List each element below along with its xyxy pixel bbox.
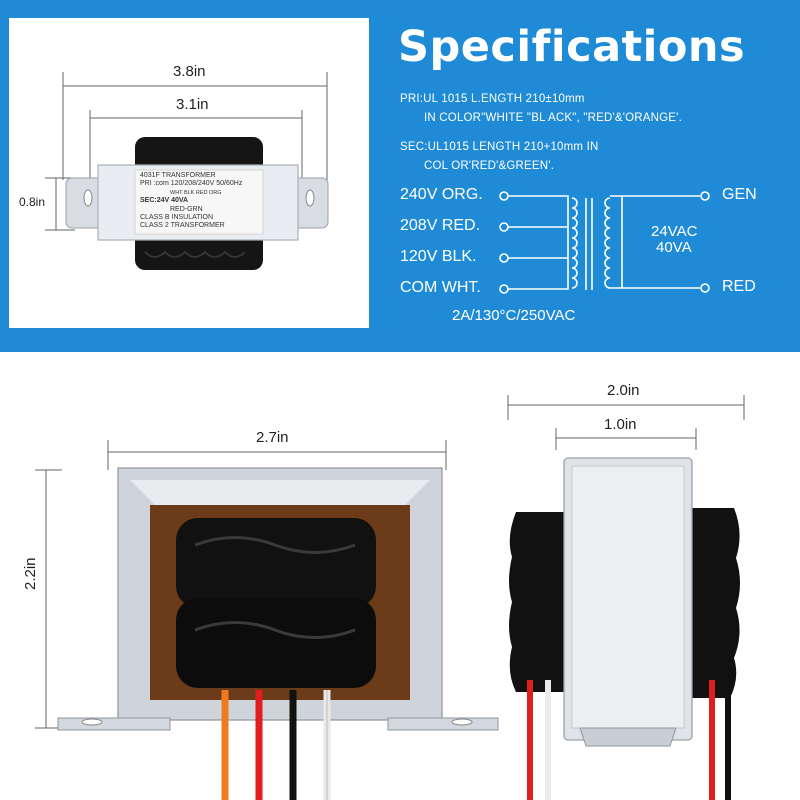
tap-label-240v: 240V ORG. [400, 186, 483, 203]
nameplate-line: 4031F TRANSFORMER [140, 172, 216, 179]
nameplate-line: RED-GRN [170, 205, 203, 213]
mount-hole-front-left [81, 718, 103, 726]
dim-label-2-0in: 2.0in [607, 382, 640, 399]
coil-lower [176, 598, 376, 688]
secondary-label-red: RED [722, 278, 756, 295]
nameplate-text: 4031F TRANSFORMER PRI :com 120/208/240V … [140, 172, 262, 231]
pri-spec-line-2: IN COLOR"WHITE "BL ACK", "RED'&'ORANGE'. [424, 112, 682, 124]
nameplate-line: CLASS B INSULATION [140, 214, 214, 222]
mount-hole-front-right [451, 718, 473, 726]
nameplate-line: WHT BLK RED ORG [170, 189, 222, 196]
sec-spec-line-1: SEC:UL1015 LENGTH 210+10mm IN [400, 141, 599, 153]
dim-label-2-7in: 2.7in [256, 429, 289, 446]
flange-left [57, 717, 171, 731]
nameplate-line: PRI :com 120/208/240V 50/60Hz [140, 180, 243, 188]
tap-label-com: COM WHT. [400, 279, 481, 296]
secondary-label-gen: GEN [722, 186, 757, 203]
side-coil-left [509, 512, 568, 692]
secondary-power-label: 40VA [656, 239, 692, 256]
dim-label-2-2in: 2.2in [22, 557, 39, 590]
coil-upper [176, 518, 376, 608]
secondary-voltage-label: 24VAC [651, 223, 698, 240]
frame-shell [117, 467, 443, 721]
dim-label-1-0in: 1.0in [604, 416, 637, 433]
dim-label-3-1in: 3.1in [176, 96, 209, 113]
nameplate-line: CLASS 2 TRANSFORMER [140, 222, 225, 230]
tap-label-208v: 208V RED. [400, 217, 481, 234]
sec-spec-line-2: COL OR'RED'&GREEN'. [424, 160, 555, 172]
side-coil-right [688, 508, 740, 698]
side-frame-face [571, 465, 685, 729]
nameplate-line: SEC:24V 40VA [140, 197, 189, 205]
frame-top-bevel [130, 480, 430, 505]
dim-label-0-8in: 0.8in [19, 195, 46, 209]
pri-spec-line-1: PRI:UL 1015 L.ENGTH 210±10mm [400, 93, 585, 105]
side-base [579, 727, 677, 747]
rating-footer: 2A/130°C/250VAC [452, 307, 576, 324]
flange-right [387, 717, 499, 731]
core-laminations [150, 505, 410, 700]
side-frame [563, 457, 693, 741]
dim-label-3-8in: 3.8in [173, 63, 206, 80]
tap-label-120v: 120V BLK. [400, 248, 477, 265]
page-title: Specifications [398, 22, 746, 72]
